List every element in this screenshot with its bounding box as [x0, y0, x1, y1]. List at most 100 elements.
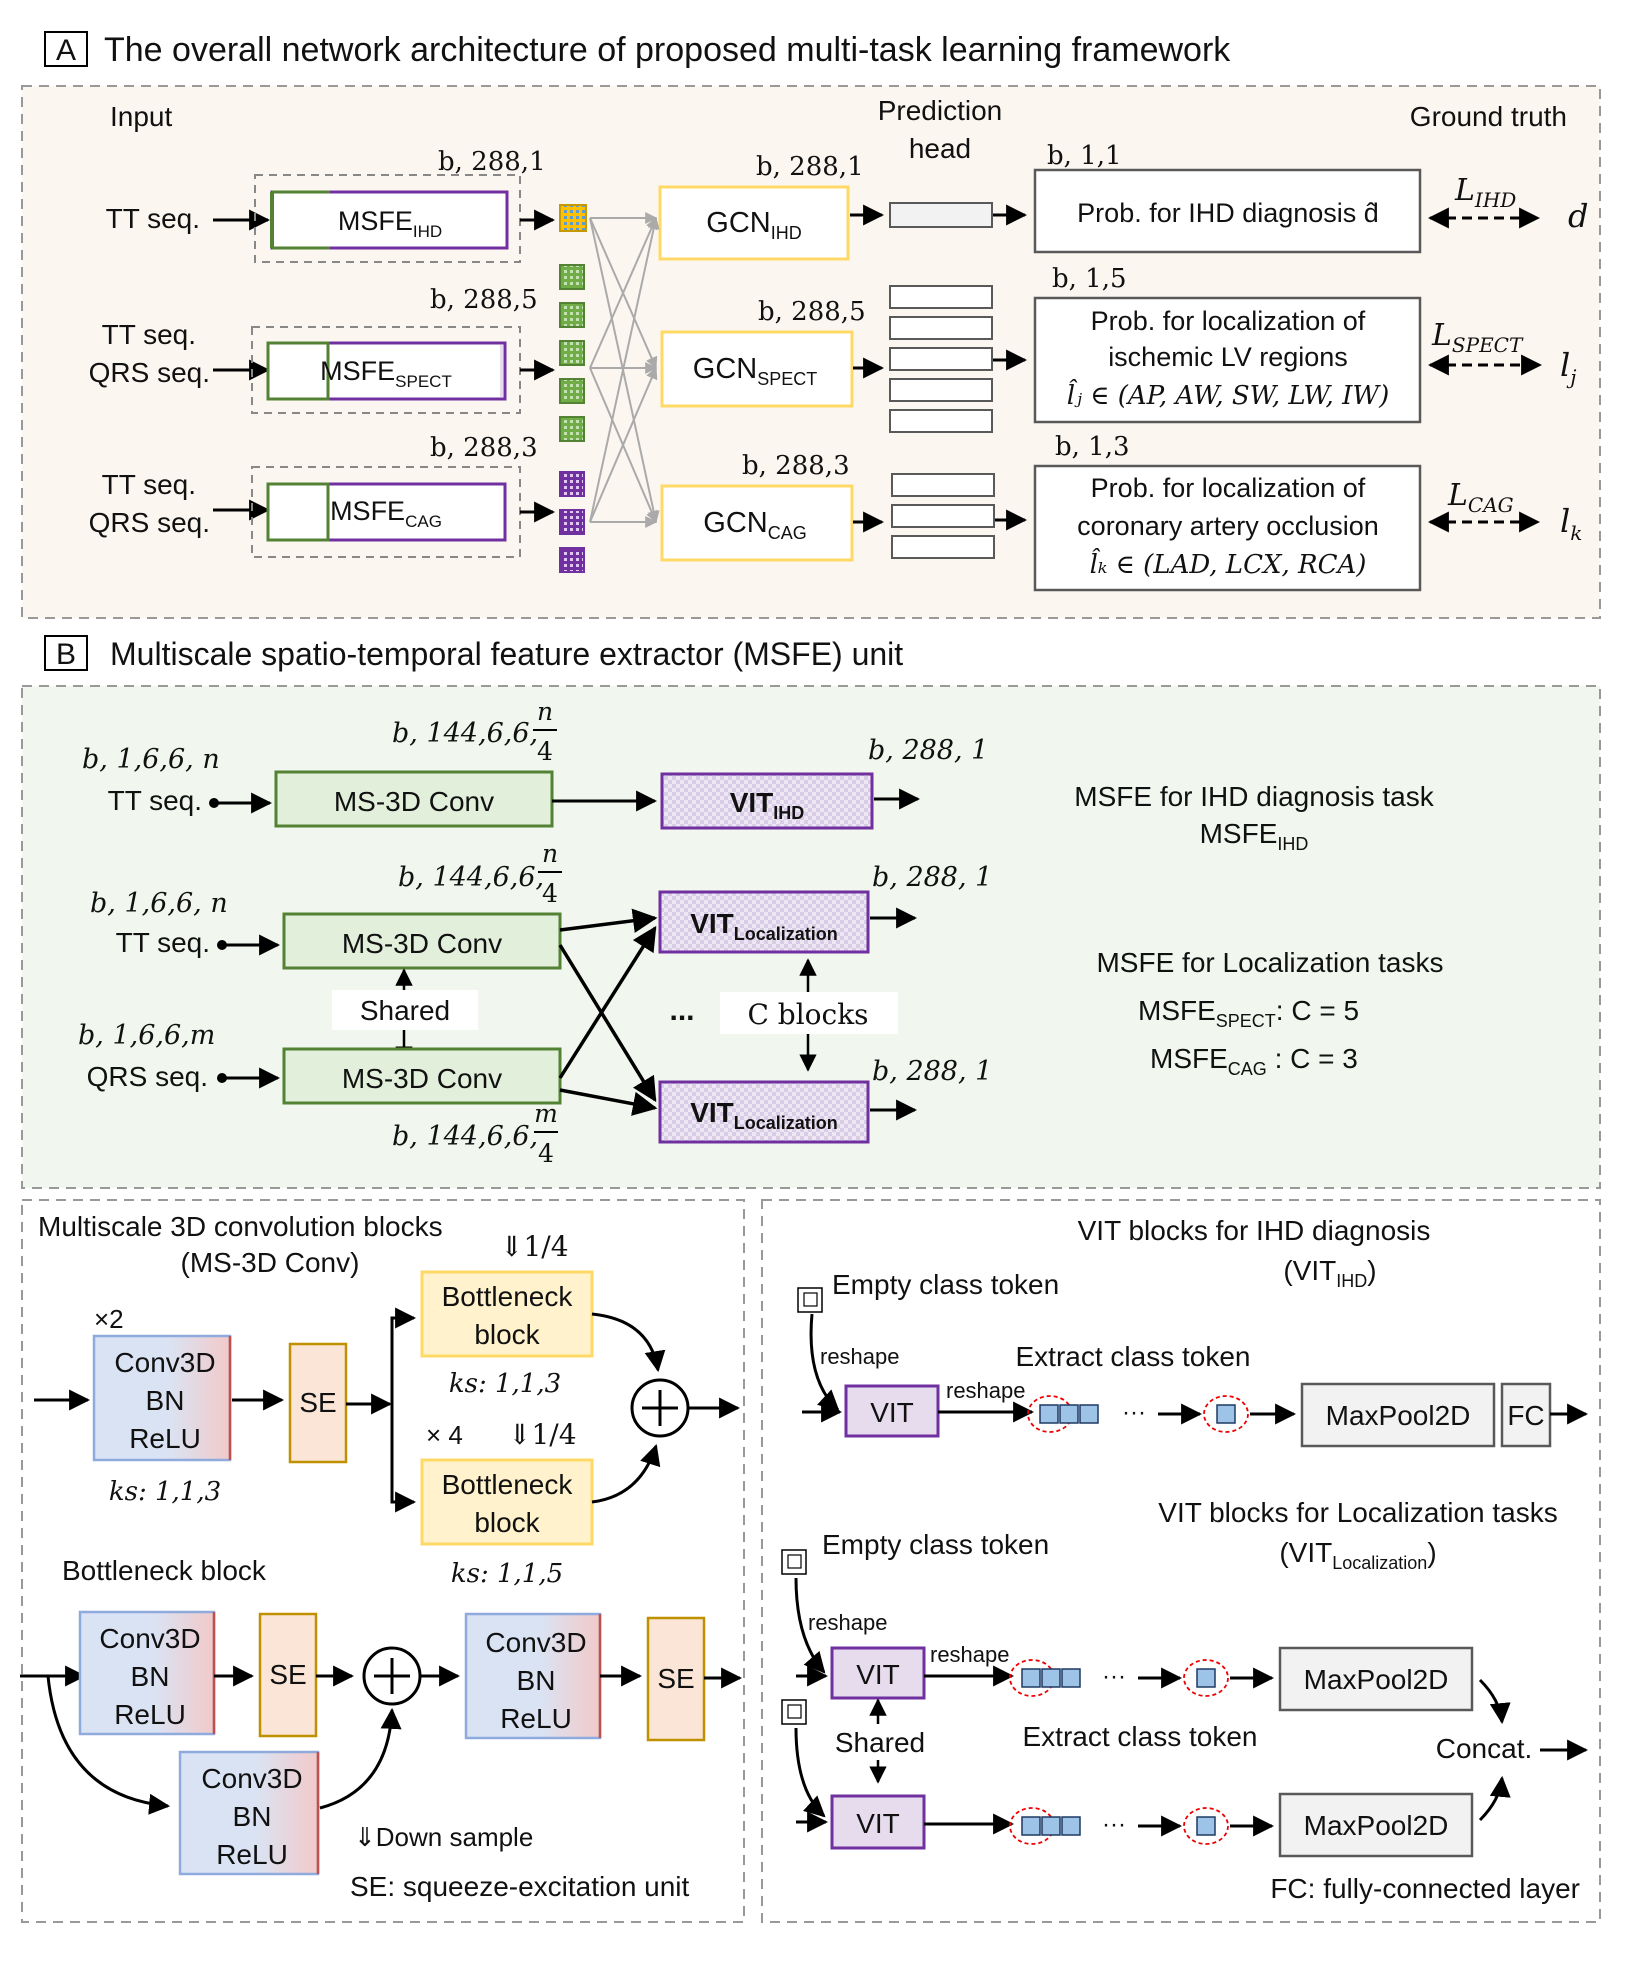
out-spect-dim: b, 1,5	[1052, 264, 1127, 294]
gcn-spect-box	[660, 330, 854, 408]
times-2: ×2	[94, 1304, 124, 1334]
loc-caption: MSFE for Localization tasks	[1096, 947, 1443, 978]
loc-vit-top	[658, 890, 870, 954]
bn-conv-2	[464, 1612, 602, 1740]
bottleneck-bottom	[420, 1458, 594, 1546]
col-ground-truth-label: Ground truth	[1410, 101, 1567, 132]
loc-vit-top-label: VIT	[856, 1659, 900, 1690]
bn-conv-1-line-2: BN	[131, 1661, 170, 1692]
col-prediction-label-2: head	[909, 133, 971, 164]
row-spect: TT seq. QRS seq. MSFESPECT b, 288,5 GCNS…	[89, 264, 1576, 433]
prob-spect-line-1: Prob. for localization of	[1091, 306, 1366, 336]
loc-class-token-top	[1196, 1668, 1216, 1688]
loc-qrs-ms3d-conv	[282, 1047, 562, 1105]
panel-d: VIT blocks for IHD diagnosis (VITIHD) Em…	[761, 1199, 1601, 1923]
loc-dots: ...	[669, 994, 694, 1027]
col-input-label: Input	[110, 101, 172, 132]
loc-vit-top-box	[830, 1646, 926, 1700]
row-ihd: TT seq. MSFEIHD b, 288,1 GCNIHD b, 288,1…	[106, 141, 1588, 263]
loc-cag-config: MSFECAG : C = 3	[1150, 1043, 1358, 1079]
prob-spect-line-3: l̂ⱼ ∈ (AP, AW, SW, LW, IW)	[1067, 379, 1389, 411]
panel-c: Multiscale 3D convolution blocks (MS-3D …	[20, 1199, 745, 1923]
loc-maxpool-top	[1278, 1646, 1474, 1712]
fc-legend: FC: fully-connected layer	[1270, 1873, 1580, 1904]
bn-conv-1	[78, 1610, 216, 1736]
loss-ihd: LIHD	[1454, 173, 1516, 212]
prediction-head-ihd	[889, 202, 993, 228]
prob-cag-line-3: l̂ₖ ∈ (LAD, LCX, RCA)	[1090, 548, 1367, 580]
loc-tt-ms3d-conv	[282, 912, 562, 970]
ihd-mid-frac-num: n	[537, 697, 553, 726]
loc-vit-bottom-label: VIT	[856, 1808, 900, 1839]
legend-se: SE: squeeze-excitation unit	[350, 1871, 690, 1902]
loc-c-blocks: C blocks	[747, 998, 868, 1031]
ihd-caption-1: MSFE for IHD diagnosis task	[1074, 781, 1434, 812]
vit-loc-title: VIT blocks for Localization tasks	[1158, 1497, 1557, 1528]
prob-spect-box	[1033, 296, 1422, 424]
ihd-vit-box	[844, 1384, 940, 1438]
bn-conv-2-line-1: Conv3D	[485, 1627, 586, 1658]
prediction-head-cag	[891, 473, 995, 559]
prob-cag-line-2: coronary artery occlusion	[1077, 511, 1379, 541]
bottleneck-top	[420, 1270, 594, 1358]
bn-se-1	[258, 1612, 318, 1738]
loc-qrs-mid-frac-num: m	[534, 1099, 558, 1128]
ms3d-conv-line-2: BN	[146, 1385, 185, 1416]
bn-conv-1-line-1: Conv3D	[99, 1623, 200, 1654]
gcn-cag-box	[660, 484, 854, 562]
ks-top: ks: 1,1,3	[449, 1369, 561, 1399]
ihd-mid-frac-den: 4	[537, 737, 553, 766]
loc-tt-mid-dim: b, 144,6,6,	[398, 862, 544, 893]
prob-cag-box	[1033, 464, 1422, 592]
loc-tt-ms3d-conv-label: MS-3D Conv	[342, 928, 502, 959]
ihd-maxpool-label: MaxPool2D	[1326, 1400, 1471, 1431]
loc-vit-top-label: VITLocalization	[690, 908, 838, 944]
loc-tt-mid-frac-den: 4	[542, 879, 558, 908]
gt-spect: lj	[1560, 346, 1576, 389]
loc-tt-mid-frac-num: n	[542, 839, 558, 868]
bottleneck-bottom-line-2: block	[474, 1507, 540, 1538]
msfe-ihd-dim: b, 288,1	[438, 147, 546, 177]
loc-qrs-ms3d-conv-label: MS-3D Conv	[342, 1063, 502, 1094]
bottleneck-top-line-2: block	[474, 1319, 540, 1350]
vit-ihd-title: VIT blocks for IHD diagnosis	[1078, 1215, 1431, 1246]
loc-reshape-2: reshape	[930, 1642, 1010, 1667]
panel-b-title: Multiscale spatio-temporal feature extra…	[110, 636, 903, 672]
loc-shared-label-bg	[332, 990, 478, 1030]
row-cag: TT seq. QRS seq. MSFECAG b, 288,3 GCNCAG…	[89, 432, 1582, 592]
ihd-reshape-1: reshape	[820, 1344, 900, 1369]
msfe-spect-dim: b, 288,5	[430, 285, 538, 315]
input-label-tt: TT seq.	[102, 319, 196, 350]
ihd-caption-2: MSFEIHD	[1200, 818, 1309, 854]
gcn-cag-label: GCNCAG	[703, 507, 806, 543]
loc-concat-label: Concat.	[1436, 1733, 1533, 1764]
loc-tt-dim: b, 1,6,6, n	[90, 888, 228, 919]
legend-downsample: ⇓Down sample	[354, 1822, 533, 1852]
gcn-ihd-dim: b, 288,1	[756, 152, 864, 182]
gcn-ihd-label: GCNIHD	[706, 207, 801, 243]
ihd-ms3d-conv-label: MS-3D Conv	[334, 786, 494, 817]
gcn-ihd-box	[658, 185, 850, 261]
panel-b-letter-box	[44, 635, 88, 671]
ihd-class-token	[1216, 1404, 1236, 1424]
bn-conv-skip-line-1: Conv3D	[201, 1763, 302, 1794]
loc-shared-bg	[830, 1724, 930, 1760]
msfe-ihd-box	[270, 190, 509, 250]
input-label-tt: TT seq.	[102, 469, 196, 500]
gt-ihd: d	[1568, 197, 1588, 235]
ms3d-conv-line-3: ReLU	[129, 1423, 201, 1454]
bn-se-1-label: SE	[269, 1659, 306, 1690]
loc-vit-bottom-label: VITLocalization	[690, 1097, 838, 1133]
ihd-ms3d-conv	[274, 770, 554, 828]
input-label: TT seq.	[106, 203, 200, 234]
loc-qrs-label: QRS seq.	[87, 1061, 208, 1092]
loc-extract-label: Extract class token	[1023, 1721, 1258, 1752]
ihd-extract-label: Extract class token	[1016, 1341, 1251, 1372]
ms3d-title-1: Multiscale 3D convolution blocks	[38, 1211, 443, 1242]
ihd-in-label: TT seq.	[108, 785, 202, 816]
ks-bottom: ks: 1,1,5	[451, 1559, 563, 1589]
loc-shared-label: Shared	[360, 995, 450, 1026]
loc-token-sequence-top	[1009, 1659, 1081, 1697]
msfe-cag-label: MSFECAG	[330, 496, 442, 531]
